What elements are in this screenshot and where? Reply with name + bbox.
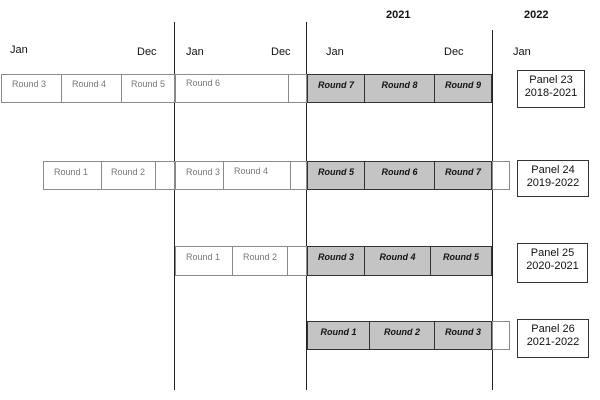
round-label: Round 6 — [381, 167, 418, 177]
panel-name: Panel 25 — [530, 247, 575, 259]
year-header-2022: 2022 — [524, 9, 549, 21]
round-label: Round 3 — [445, 327, 481, 337]
panel23-round-box-current: Round 9 — [434, 74, 492, 103]
panel25-round-box-current: Round 4 — [364, 246, 431, 276]
round-label: Round 8 — [381, 80, 418, 90]
year-divider-2 — [306, 22, 308, 390]
round-label: Round 9 — [445, 80, 481, 90]
panel-label-box: Panel 24 2019-2022 — [517, 160, 589, 197]
panel24-round-box-current: Round 7 — [434, 161, 492, 190]
panel24-round-box-tail — [290, 161, 307, 190]
panel26-round-box-current: Round 3 — [434, 321, 492, 350]
panel23-round-box-current: Round 8 — [364, 74, 435, 103]
panel-name: Panel 23 — [529, 74, 573, 86]
round-label: Round 7 — [445, 167, 481, 177]
panel-label-box: Panel 25 2020-2021 — [517, 243, 588, 283]
month-header-jan-4: Jan — [513, 46, 531, 58]
round-label: Round 5 — [131, 79, 166, 89]
panel23-round-box-current: Round 7 — [307, 74, 365, 103]
panel26-round-box-current: Round 2 — [369, 321, 435, 350]
panel26-round-box-tail — [492, 321, 510, 350]
round-label: Round 4 — [234, 166, 269, 176]
round-label: Round 7 — [318, 80, 354, 90]
month-header-dec-3: Dec — [444, 46, 464, 58]
panel25-round-box: Round 1 — [175, 246, 233, 276]
round-label: Round 5 — [318, 167, 354, 177]
panel24-round-box-current: Round 5 — [307, 161, 365, 190]
panel24-round-box: Round 1 — [43, 161, 102, 190]
round-label: Round 3 — [12, 79, 47, 89]
panel24-round-box: Round 4 — [223, 161, 291, 190]
panel-name: Panel 26 — [531, 323, 575, 335]
round-label: Round 6 — [186, 78, 221, 88]
panel-years: 2020-2021 — [526, 260, 579, 272]
round-label: Round 2 — [243, 252, 278, 262]
panel-name: Panel 24 — [531, 164, 575, 176]
panel23-round-box: Round 6 — [175, 74, 289, 103]
panel25-round-box-tail — [287, 246, 307, 276]
panel24-round-box-tail — [155, 161, 175, 190]
round-label: Round 3 — [186, 167, 221, 177]
round-label: Round 1 — [54, 167, 89, 177]
round-label: Round 1 — [186, 252, 221, 262]
round-label: Round 1 — [320, 327, 357, 337]
panel23-round-box: Round 4 — [61, 74, 122, 103]
panel24-round-box-tail — [492, 161, 510, 190]
year-divider-3 — [492, 30, 494, 390]
month-header-dec-1: Dec — [137, 46, 157, 58]
panel26-round-box-current: Round 1 — [307, 321, 370, 350]
panel-label-box: Panel 26 2021-2022 — [517, 319, 589, 358]
month-header-jan-1: Jan — [10, 44, 28, 56]
year-divider-1 — [174, 22, 176, 390]
month-header-dec-2: Dec — [271, 46, 291, 58]
panel24-round-box-current: Round 6 — [364, 161, 435, 190]
year-header-2021: 2021 — [386, 9, 411, 21]
panel23-round-box: Round 3 — [1, 74, 62, 103]
panel-years: 2019-2022 — [526, 177, 580, 189]
round-label: Round 4 — [72, 79, 107, 89]
panel24-round-box: Round 2 — [101, 161, 156, 190]
round-label: Round 4 — [379, 252, 416, 262]
round-label: Round 2 — [111, 167, 146, 177]
month-header-jan-3: Jan — [326, 46, 344, 58]
panel23-round-box-tail — [288, 74, 307, 103]
panel24-round-box: Round 3 — [175, 161, 224, 190]
panel25-round-box: Round 2 — [232, 246, 288, 276]
round-label: Round 3 — [318, 252, 354, 262]
panel23-round-box: Round 5 — [121, 74, 175, 103]
month-header-jan-2: Jan — [186, 46, 204, 58]
round-label: Round 2 — [384, 327, 420, 337]
panel-years: 2021-2022 — [526, 336, 580, 348]
panel25-round-box-current: Round 5 — [430, 246, 492, 276]
panel25-round-box-current: Round 3 — [307, 246, 365, 276]
panel-label-box: Panel 23 2018-2021 — [517, 70, 585, 108]
panel-years: 2018-2021 — [524, 87, 578, 99]
round-label: Round 5 — [443, 252, 479, 262]
